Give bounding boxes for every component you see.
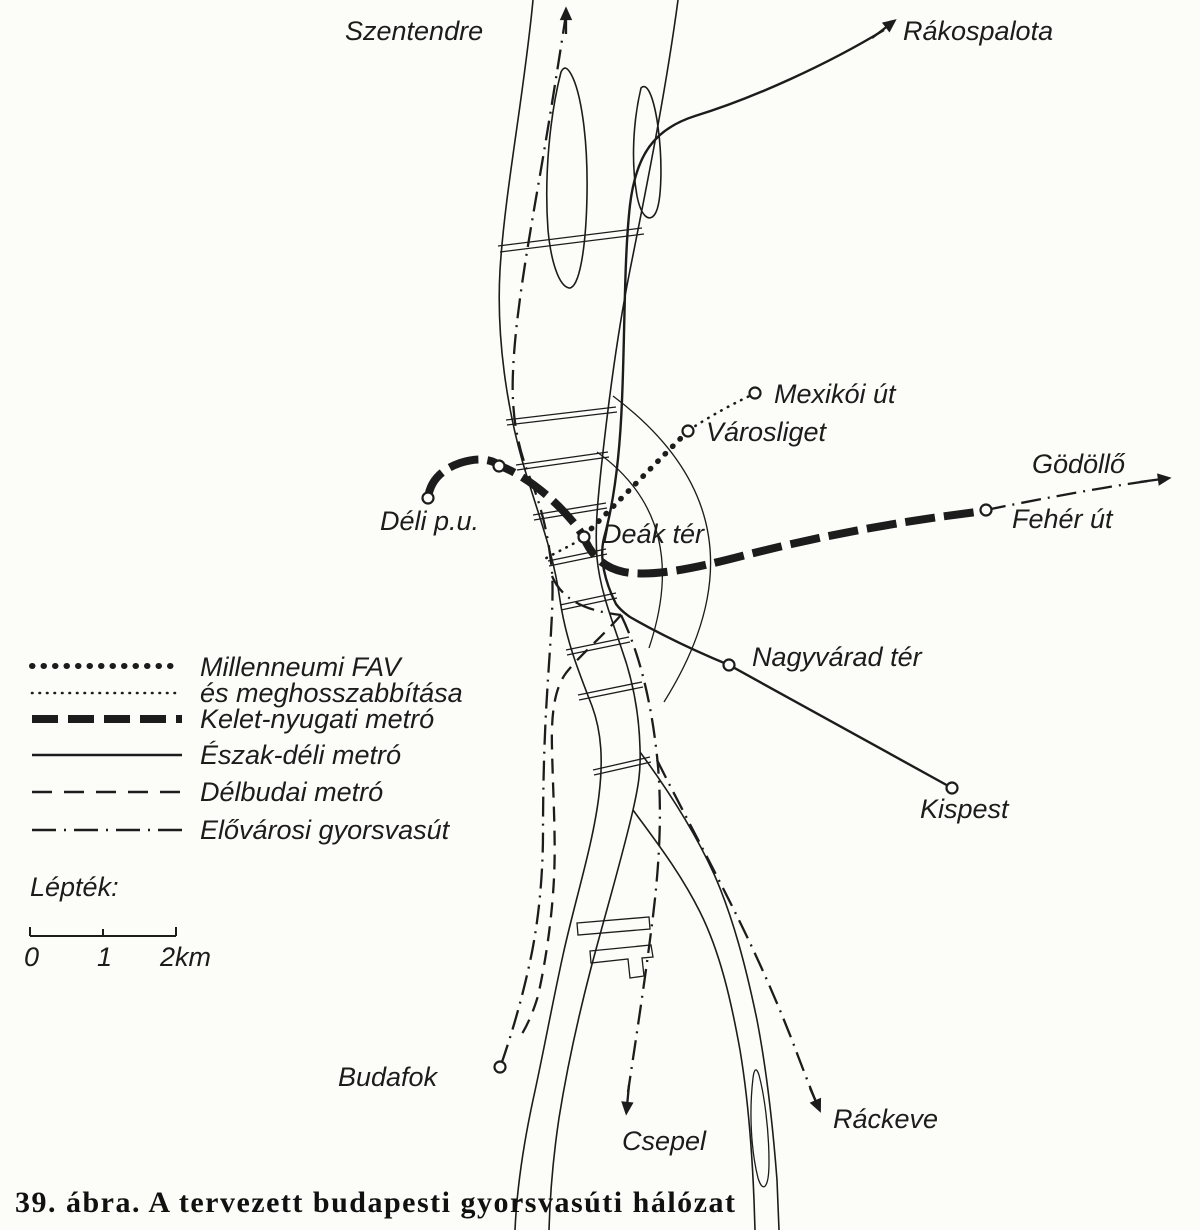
bridge-tick: [592, 756, 652, 776]
godollo-line: [985, 479, 1149, 512]
legend-label-eszak-deli: Észak-déli metró: [200, 740, 401, 770]
legend-label-fav: Millenneumi FAV: [200, 652, 404, 682]
ring-roads: [596, 395, 712, 703]
station-marker-kispest: [945, 781, 959, 795]
soroksari-branch-east-bank: [639, 751, 780, 1230]
label-kispest: Kispest: [920, 794, 1010, 824]
figure-caption: 39. ábra. A tervezett budapesti gyorsvas…: [15, 1186, 736, 1219]
outer-ring-road: [612, 395, 712, 703]
label-nagyvarad-ter: Nagyvárad tér: [752, 642, 923, 672]
label-godollo: Gödöllő: [1032, 449, 1126, 479]
soroksari-branch-west-bank: [632, 809, 756, 1230]
label-szentendre: Szentendre: [345, 16, 483, 46]
kelet-nyugati-path: [424, 455, 986, 578]
scale-tick-0: 0: [24, 942, 39, 972]
legend-label-kelet-nyugati: Kelet-nyugati metró: [200, 704, 434, 734]
csepel-arrow: [621, 1084, 634, 1116]
map-labels: Szentendre Rákospalota Mexikói út Városl…: [338, 16, 1126, 1156]
bridge-tick: [515, 451, 610, 471]
legend-label-elovarosi: Elővárosi gyorsvasút: [200, 815, 451, 845]
rakospalota-arrow: [871, 19, 897, 39]
label-rakospalota: Rákospalota: [903, 16, 1053, 46]
channel-islet: [750, 1069, 770, 1188]
csepel-dock-basin-2: [589, 944, 654, 979]
nepsziget-island: [632, 85, 662, 219]
label-csepel: Csepel: [622, 1126, 707, 1156]
station-marker-deli-pu: [421, 491, 435, 505]
station-marker-feher-ut: [979, 503, 993, 517]
legend-label-fav-extension: és meghosszabbítása: [200, 678, 463, 708]
bridge-tick: [559, 592, 618, 611]
szentendre-budafok-line: [500, 13, 568, 1063]
bridge-tick: [497, 227, 645, 253]
label-budafok: Budafok: [338, 1062, 439, 1092]
legend-label-delbudai: Délbudai metró: [200, 777, 383, 807]
buda-pest-connector: [550, 575, 622, 617]
label-deli-pu: Déli p.u.: [380, 506, 479, 536]
rackeve-line: [655, 759, 818, 1103]
fav-extension-path: [539, 392, 756, 563]
scale-tick-1: 1: [97, 942, 112, 972]
station-marker-nagyvarad-ter: [722, 658, 736, 672]
bridge-tick: [577, 681, 644, 701]
line-delbudai-metro: [517, 614, 622, 1041]
line-elovarosi-gyorsvasut: [500, 6, 1172, 1116]
station-marker-deak-ter: [577, 530, 591, 544]
eszak-deli-path: [601, 28, 953, 790]
label-rackeve: Ráckeve: [833, 1104, 938, 1134]
label-deak-ter: Deák tér: [602, 519, 705, 549]
inner-ring-road: [596, 451, 664, 649]
label-mexikoi-ut: Mexikói út: [774, 379, 897, 409]
bridge-tick: [565, 636, 631, 656]
station-marker-budafok: [493, 1060, 507, 1074]
csepel-line: [619, 614, 662, 1093]
bridge-tick: [547, 548, 608, 567]
bridge-tick: [505, 406, 618, 426]
line-kelet-nyugati-metro: [424, 455, 986, 578]
danube-river: [498, 0, 780, 1230]
label-varosliget: Városliget: [706, 417, 828, 447]
godollo-arrow: [1139, 473, 1172, 486]
scale-title: Lépték:: [30, 872, 119, 902]
bridges: [497, 227, 652, 776]
fav-path: [581, 429, 690, 539]
scale-ruler: [29, 927, 177, 937]
scale-tick-2: 2km: [159, 942, 211, 972]
legend: Millenneumi FAV és meghosszabbítása Kele…: [29, 652, 463, 845]
scale-bar: Lépték: 0 1 2km: [24, 872, 211, 972]
line-millenneumi-fav: [539, 392, 756, 563]
rackeve-arrow: [808, 1087, 822, 1113]
label-feher-ut: Fehér út: [1012, 504, 1114, 534]
line-eszak-deli-metro: [601, 19, 953, 790]
station-marker-buda: [492, 459, 506, 473]
station-marker-varosliget: [681, 424, 695, 438]
river-east-bank: [548, 0, 679, 1230]
stations: [421, 386, 993, 1074]
river-west-bank: [498, 0, 602, 1230]
station-marker-mexikoi-ut: [748, 386, 762, 400]
delbudai-path: [517, 614, 622, 1041]
csepel-dock-basin-1: [576, 916, 651, 936]
margaret-island: [545, 67, 588, 289]
